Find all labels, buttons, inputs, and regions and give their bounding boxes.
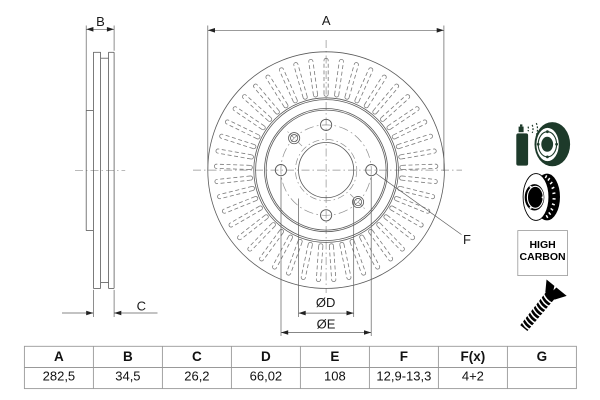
svg-text:B: B bbox=[96, 14, 105, 29]
svg-text:C: C bbox=[192, 349, 202, 364]
svg-text:D: D bbox=[261, 349, 271, 364]
svg-text:282,5: 282,5 bbox=[43, 369, 76, 384]
svg-text:26,2: 26,2 bbox=[184, 369, 209, 384]
svg-text:CARBON: CARBON bbox=[520, 251, 566, 263]
svg-text:ØE: ØE bbox=[317, 317, 336, 332]
svg-text:12,9-13,3: 12,9-13,3 bbox=[376, 369, 431, 384]
svg-text:B: B bbox=[123, 349, 133, 364]
svg-text:108: 108 bbox=[324, 369, 346, 384]
svg-text:G: G bbox=[537, 349, 548, 364]
svg-text:F(x): F(x) bbox=[461, 349, 486, 364]
svg-text:ØD: ØD bbox=[316, 295, 336, 310]
svg-text:A: A bbox=[54, 349, 64, 364]
svg-text:HIGH: HIGH bbox=[529, 239, 555, 251]
svg-text:34,5: 34,5 bbox=[115, 369, 140, 384]
svg-text:C: C bbox=[137, 299, 146, 314]
svg-text:F: F bbox=[400, 349, 408, 364]
svg-text:A: A bbox=[322, 13, 331, 28]
svg-text:4+2: 4+2 bbox=[462, 369, 484, 384]
svg-text:66,02: 66,02 bbox=[250, 369, 283, 384]
svg-text:F: F bbox=[463, 232, 471, 247]
svg-text:E: E bbox=[330, 349, 339, 364]
